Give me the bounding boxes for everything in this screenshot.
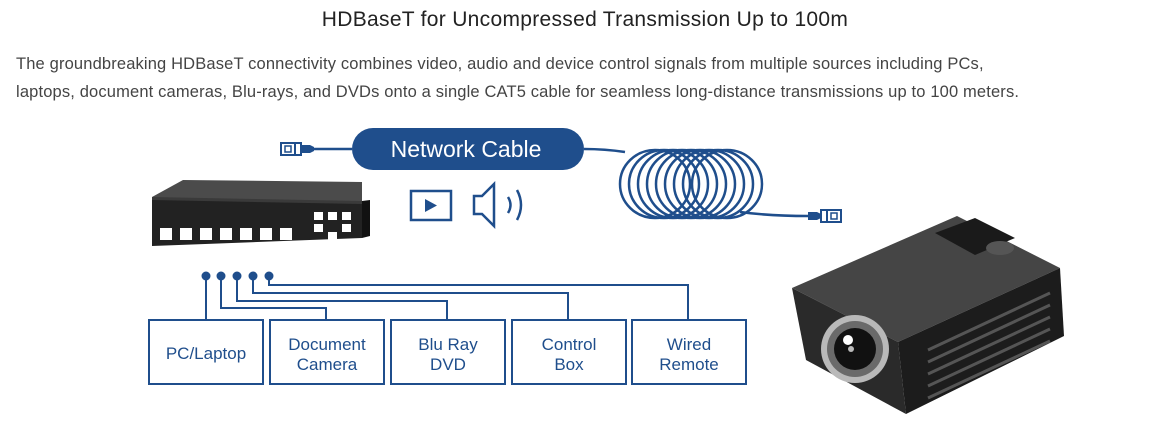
source-wired-remote-label-2: Remote — [659, 355, 719, 374]
source-pc-laptop-label: PC/Laptop — [166, 344, 246, 363]
description-line-2: laptops, document cameras, Blu-rays, and… — [16, 83, 1020, 101]
network-cable: Network Cable — [280, 128, 842, 223]
description: The groundbreaking HDBaseT connectivity … — [16, 50, 1166, 106]
source-control-box-label-2: Box — [554, 355, 584, 374]
cable-coil-icon — [618, 148, 764, 220]
source-box-document-camera: Document Camera — [269, 319, 385, 385]
source-blu-ray-label-2: DVD — [430, 355, 466, 374]
speaker-icon — [472, 180, 523, 230]
source-box-blu-ray-dvd: Blu Ray DVD — [390, 319, 506, 385]
source-document-camera-label-1: Document — [288, 335, 366, 354]
source-control-box-label-1: Control — [542, 335, 597, 354]
video-icon — [409, 189, 453, 222]
network-cable-label: Network Cable — [391, 136, 542, 162]
projector-icon — [792, 216, 1064, 414]
right-rj45-connector-icon — [808, 209, 842, 223]
source-boxes: PC/Laptop Document Camera Blu Ray DVD Co… — [148, 319, 747, 385]
page-title: HDBaseT for Uncompressed Transmission Up… — [321, 8, 849, 31]
source-document-camera-label-2: Camera — [297, 355, 358, 374]
description-line-1: The groundbreaking HDBaseT connectivity … — [16, 55, 984, 73]
source-wired-remote-label-1: Wired — [667, 335, 711, 354]
switcher-device-icon — [152, 180, 370, 246]
source-box-pc-laptop: PC/Laptop — [148, 319, 264, 385]
network-cable-label-box — [352, 128, 584, 170]
source-box-wired-remote: Wired Remote — [631, 319, 747, 385]
left-rj45-connector-icon — [280, 142, 314, 156]
source-connection-lines — [201, 271, 689, 320]
source-box-control-box: Control Box — [511, 319, 627, 385]
source-blu-ray-label-1: Blu Ray — [418, 335, 478, 354]
